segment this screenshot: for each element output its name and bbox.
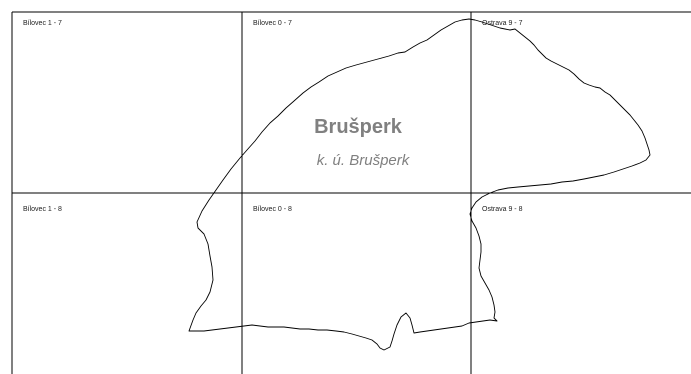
sheet-label-bilovec-1-7: Bílovec 1 - 7 bbox=[23, 20, 62, 27]
map-title: Brušperk bbox=[314, 116, 403, 138]
sheet-label-ostrava-9-8: Ostrava 9 - 8 bbox=[482, 206, 523, 213]
map-subtitle: k. ú. Brušperk bbox=[317, 152, 411, 169]
sheet-label-ostrava-9-7: Ostrava 9 - 7 bbox=[482, 20, 523, 27]
sheet-label-bilovec-1-8: Bílovec 1 - 8 bbox=[23, 206, 62, 213]
cadastral-boundary bbox=[188, 18, 651, 351]
sheet-label-bilovec-0-8: Bílovec 0 - 8 bbox=[253, 206, 292, 213]
sheet-label-bilovec-0-7: Bílovec 0 - 7 bbox=[253, 20, 292, 27]
